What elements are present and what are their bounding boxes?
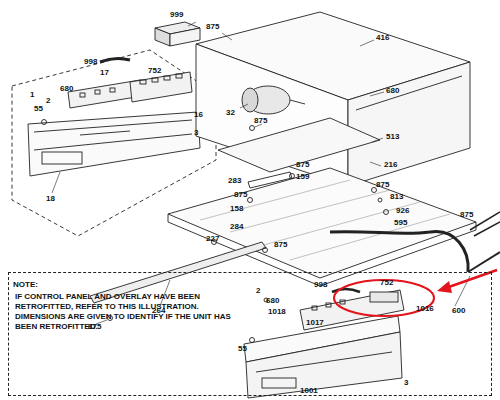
note-text: IF CONTROL PANEL AND OVERLAY HAVE BEEN R… bbox=[15, 292, 243, 332]
callout-screw: 875 bbox=[206, 22, 219, 31]
callout-trim-strip: 264 bbox=[152, 306, 165, 315]
callout-screw: 875 bbox=[254, 116, 267, 125]
callout-screw: 875 bbox=[234, 190, 247, 199]
callout-callout-number: 3 bbox=[404, 378, 408, 387]
callout-clip: 813 bbox=[390, 192, 403, 201]
callout-control-board: 1016 bbox=[416, 304, 434, 313]
callout-trim: 2 bbox=[46, 96, 50, 105]
callout-cable: 998 bbox=[314, 280, 327, 289]
callout-screw: 875 bbox=[296, 160, 309, 169]
callout-part-box: 999 bbox=[170, 10, 183, 19]
callout-control-panel: 1001 bbox=[300, 386, 318, 395]
callout-overlay: 680 bbox=[60, 84, 73, 93]
callout-control-board: 752 bbox=[380, 278, 393, 287]
callout-motor: 32 bbox=[226, 108, 235, 117]
callout-control-board: 17 bbox=[100, 68, 109, 77]
callout-bracket: 227 bbox=[206, 234, 219, 243]
note-box: NOTE: IF CONTROL PANEL AND OVERLAY HAVE B… bbox=[8, 272, 492, 396]
callout-screw: 55 bbox=[238, 344, 247, 353]
callout-bracket: 283 bbox=[228, 176, 241, 185]
callout-cable: 998 bbox=[84, 57, 97, 66]
callout-bracket: 158 bbox=[230, 204, 243, 213]
callout-overlay: 1018 bbox=[268, 307, 286, 316]
callout-top-cover: 416 bbox=[376, 33, 389, 42]
callout-bracket: 159 bbox=[296, 172, 309, 181]
callout-control-panel: 18 bbox=[46, 194, 55, 203]
callout-insulation: 680 bbox=[386, 86, 399, 95]
callout-callout-number: 16 bbox=[194, 110, 203, 119]
callout-control-board: 1017 bbox=[306, 318, 324, 327]
callout-shelf: 216 bbox=[384, 160, 397, 169]
note-heading: NOTE: bbox=[13, 280, 38, 290]
callout-switch: 595 bbox=[394, 218, 407, 227]
callout-trim: 2 bbox=[256, 286, 260, 295]
callout-overlay: 680 bbox=[266, 296, 279, 305]
callout-control-board: 752 bbox=[148, 66, 161, 75]
callout-callout-number: 3 bbox=[194, 128, 198, 137]
callout-screw: 55 bbox=[34, 104, 43, 113]
callout-clip: 926 bbox=[396, 206, 409, 215]
callout-bracket: 284 bbox=[230, 222, 243, 231]
callout-screw: 875 bbox=[376, 180, 389, 189]
callout-side-panel: 513 bbox=[386, 132, 399, 141]
callout-screw: 875 bbox=[274, 240, 287, 249]
callout-screw: 875 bbox=[88, 322, 101, 331]
callout-screw: 875 bbox=[460, 210, 473, 219]
callout-wire-harness: 600 bbox=[452, 306, 465, 315]
callout-bracket: 1 bbox=[30, 90, 34, 99]
